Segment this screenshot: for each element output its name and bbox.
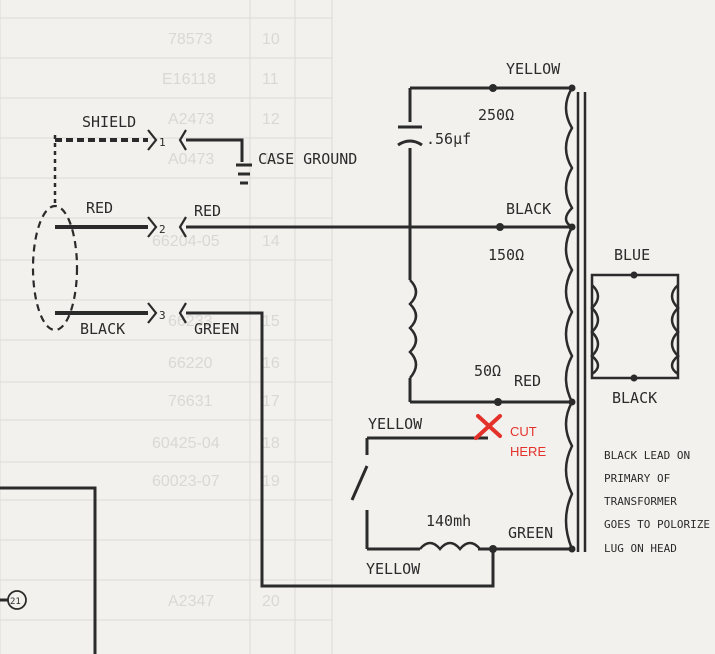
bg-row-part: A0473	[168, 151, 214, 168]
black-tap-label: BLACK	[506, 200, 551, 218]
bg-row-num: 14	[262, 233, 280, 250]
shield-label: SHIELD	[82, 113, 136, 131]
note-line: PRIMARY OF	[604, 472, 670, 485]
red-wire-label: RED	[86, 199, 113, 217]
150-ohm-label: 150Ω	[488, 246, 524, 264]
red-tap-label: RED	[514, 372, 541, 390]
yellow-switch-label: YELLOW	[368, 415, 423, 433]
bg-row-num: 12	[262, 111, 280, 128]
bg-row-num: 10	[262, 31, 280, 48]
pin-number: 1	[159, 136, 166, 149]
bg-row-num: 17	[262, 393, 280, 410]
bg-row-num: 11	[262, 71, 279, 88]
bg-row-part: 60425-04	[152, 435, 220, 452]
plug-pins	[147, 129, 187, 324]
secondary-blue-label: BLUE	[614, 246, 650, 264]
yellow-top-label: YELLOW	[506, 60, 561, 78]
note-line: LUG ON HEAD	[604, 542, 677, 555]
bg-row-part: A2347	[168, 593, 214, 610]
background-table-text: 10 78573 11 E16118 12 A2473 13 A0473 14 …	[152, 31, 280, 610]
secondary-black-label: BLACK	[612, 389, 657, 407]
red-lead-label: RED	[194, 202, 221, 220]
case-ground-label: CASE GROUND	[258, 150, 357, 168]
wiring	[186, 86, 572, 588]
bg-row-num: 13	[262, 151, 280, 168]
primary-winding	[564, 87, 574, 550]
pin-number: 2	[159, 223, 166, 236]
transformer-core	[576, 92, 587, 552]
bg-row-part: 66220	[168, 355, 213, 372]
cut-label-line2: HERE	[510, 444, 546, 459]
inductor-label: 140mh	[426, 512, 471, 530]
pin-number: 3	[159, 309, 166, 322]
bg-row-part: 66233	[168, 313, 213, 330]
bg-row-num: 18	[262, 435, 280, 452]
black-wire-label: BLACK	[80, 320, 125, 338]
callout-number: 21	[10, 597, 21, 607]
bg-row-num: 16	[262, 355, 280, 372]
bg-row-part: 78573	[168, 31, 213, 48]
secondary-winding	[590, 273, 680, 380]
cable-end	[31, 135, 148, 332]
polarize-note: BLACK LEAD ON PRIMARY OF TRANSFORMER GOE…	[604, 449, 710, 555]
bg-row-part: 66204-05	[152, 233, 220, 250]
cut-mark-icon	[474, 414, 502, 440]
case-ground-symbol	[186, 138, 252, 185]
capacitor-label: .56μf	[426, 130, 471, 148]
250-ohm-label: 250Ω	[478, 106, 514, 124]
note-line: TRANSFORMER	[604, 495, 677, 508]
junction-dots	[489, 84, 638, 553]
lower-left-box	[0, 486, 97, 654]
bg-row-part: E16118	[162, 71, 216, 88]
bg-row-num: 19	[262, 473, 280, 490]
background-parts-table	[0, 0, 333, 654]
50-ohm-label: 50Ω	[474, 362, 501, 380]
bg-row-part: 76631	[168, 393, 213, 410]
note-line: BLACK LEAD ON	[604, 449, 690, 462]
inductor-symbol	[419, 541, 481, 551]
bg-row-num: 15	[262, 313, 280, 330]
bg-row-part: 60023-07	[152, 473, 220, 490]
bg-row-num: 20	[262, 593, 280, 610]
cut-label-line1: CUT	[510, 424, 537, 439]
green-tap-label: GREEN	[508, 524, 553, 542]
note-line: GOES TO POLORIZE	[604, 518, 710, 531]
bg-row-part: A2473	[168, 111, 214, 128]
capacitor-symbol	[397, 125, 423, 147]
rail-coil-symbol	[408, 279, 418, 379]
callout-circle	[7, 590, 27, 610]
green-lead-label: GREEN	[194, 320, 239, 338]
yellow-bottom-label: YELLOW	[366, 560, 421, 578]
